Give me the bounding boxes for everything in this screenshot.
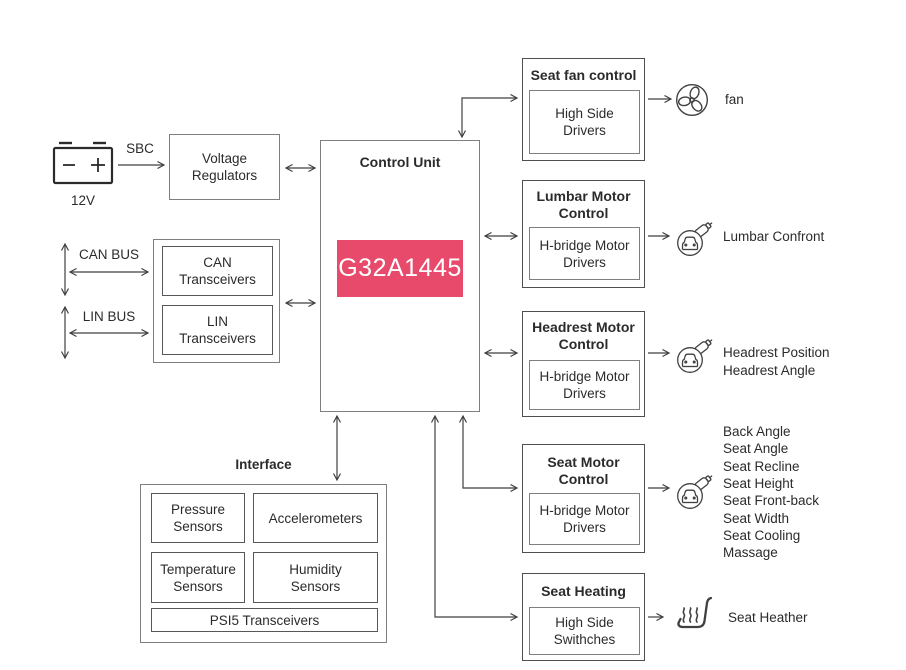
arrow-control-unit-to-seat-motor: [458, 414, 519, 493]
headrest-hbridge-drivers-box: H-bridge Motor Drivers: [529, 360, 640, 410]
can-transceivers-box: CAN Transceivers: [162, 246, 273, 296]
lumbar-hbridge-drivers-box: H-bridge Motor Drivers: [529, 227, 640, 280]
fan-icon: [675, 83, 709, 117]
lin-transceivers-box: LIN Transceivers: [162, 305, 273, 355]
voltage-regulators-label: Voltage: [201, 151, 248, 166]
psi5-transceivers-box: PSI5 Transceivers: [151, 608, 378, 632]
headrest-motor-icon: [677, 335, 716, 373]
control-unit-title: Control Unit: [359, 154, 441, 170]
battery-voltage-label: 12V: [70, 193, 96, 208]
lumbar-output-label: Lumbar Confront: [723, 229, 825, 244]
lin-bus-label: LIN BUS: [82, 309, 136, 324]
seat-fan-control-title: Seat fan control: [530, 67, 637, 83]
humidity-sensors-box: Humidity Sensors: [253, 552, 378, 603]
seat-motor-control-title: Seat Motor Control: [547, 454, 620, 487]
seat-heating-title: Seat Heating: [541, 583, 626, 599]
battery-icon: [52, 141, 114, 185]
seat-hbridge-drivers-box: H-bridge Motor Drivers: [529, 493, 640, 545]
lumbar-motor-control-title: Lumbar Motor Control: [536, 188, 631, 221]
seat-heater-icon: [677, 596, 713, 629]
accelerometers-box: Accelerometers: [253, 493, 378, 543]
temperature-sensors-box: Temperature Sensors: [151, 552, 245, 603]
seat-motor-output-labels: Back Angle Seat Angle Seat Recline Seat …: [723, 424, 820, 561]
can-bus-label: CAN BUS: [78, 247, 139, 262]
interface-title: Interface: [235, 457, 292, 472]
seat-heating-output-label: Seat Heather: [728, 610, 808, 625]
sbc-label: SBC: [126, 141, 154, 156]
headrest-output-labels: Headrest Position Headrest Angle: [723, 345, 830, 378]
seat-motor-icon: [677, 471, 716, 509]
voltage-regulators-box: Voltage Regulators: [169, 134, 280, 200]
chip-g32a1445: G32A1445: [337, 240, 463, 297]
headrest-motor-control-title: Headrest Motor Control: [532, 319, 635, 352]
high-side-drivers-box: High Side Drivers: [529, 90, 640, 154]
arrow-control-unit-to-seat-heating: [430, 414, 519, 622]
fan-output-label: fan: [725, 92, 744, 107]
pressure-sensors-box: Pressure Sensors: [151, 493, 245, 543]
lumbar-motor-icon: [677, 218, 716, 256]
arrow-control-unit-to-seat-fan: [457, 93, 519, 139]
high-side-switches-box: High Side Swithches: [529, 607, 640, 655]
